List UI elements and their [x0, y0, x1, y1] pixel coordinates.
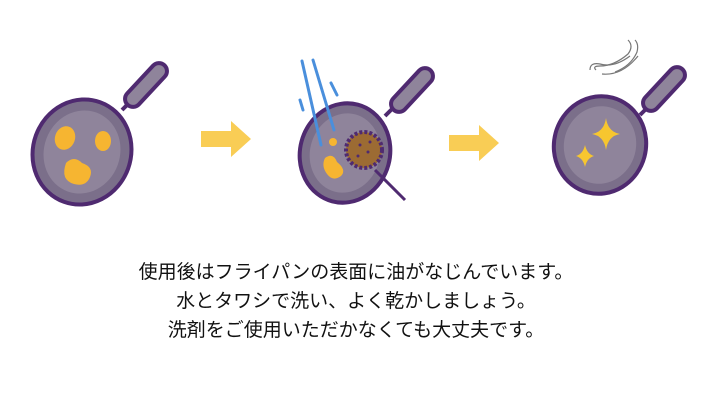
arrow-right-icon [201, 121, 251, 157]
wind-icon [589, 39, 639, 75]
washing-pan-icon [297, 58, 435, 205]
caption-line-3: 洗剤をご使用いただかなくても大丈夫です。 [167, 319, 545, 341]
oily-pan-icon [30, 61, 169, 207]
dry-pan-icon [551, 39, 687, 196]
instructions-text: 使用後はフライパンの表面に油がなじんでいます。 水とタワシで洗い、よく乾かしまし… [0, 258, 712, 345]
arrow-right-icon [449, 125, 499, 161]
caption-line-2: 水とタワシで洗い、よく乾かしましょう。 [176, 290, 536, 312]
pan-care-illustration [30, 39, 687, 207]
caption-line-1: 使用後はフライパンの表面に油がなじんでいます。 [138, 261, 574, 283]
